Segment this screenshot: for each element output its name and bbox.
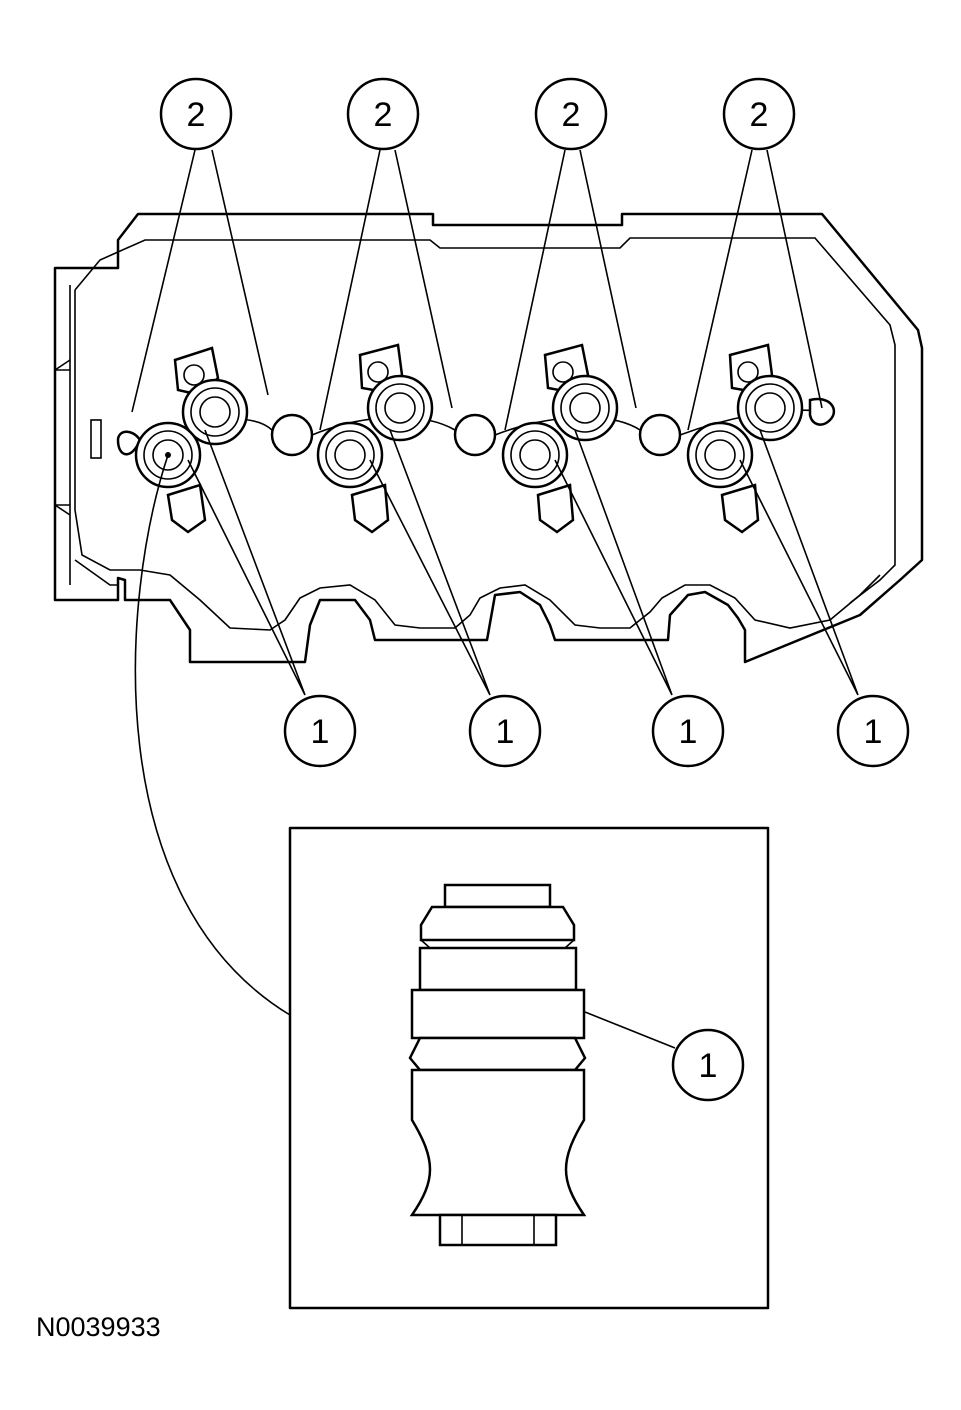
callout-label: 1	[864, 713, 883, 751]
leader-lines	[131, 149, 859, 1049]
callout-top-2: 2	[346, 77, 420, 151]
figure-reference-id: N0039933	[36, 1312, 161, 1342]
callout-bottom-2: 1	[468, 694, 542, 768]
callout-label: 2	[187, 96, 206, 134]
callout-top-4: 2	[722, 77, 796, 151]
callout-bottom-3: 1	[651, 694, 725, 768]
hydraulic-lifter	[408, 883, 587, 1247]
valve-train-assembly	[134, 343, 804, 534]
detail-view	[288, 826, 770, 1310]
callout-detail: 1	[671, 1028, 745, 1102]
callout-label: 1	[679, 713, 698, 751]
callout-bottom-4: 1	[836, 694, 910, 768]
cylinder-head-outline	[53, 212, 924, 664]
callout-label: 2	[750, 96, 769, 134]
callout-label: 1	[699, 1047, 718, 1085]
callout-label: 2	[562, 96, 581, 134]
callout-bottom-1: 1	[283, 694, 357, 768]
callout-label: 1	[311, 713, 330, 751]
lifter-pair-2	[316, 343, 434, 534]
callout-top-3: 2	[534, 77, 608, 151]
lifter-pair-3	[501, 343, 619, 534]
lifter-pair-4	[686, 343, 804, 534]
callout-label: 2	[374, 96, 393, 134]
lifter-pair-1	[134, 346, 249, 534]
callout-top-1: 2	[159, 77, 233, 151]
callout-label: 1	[496, 713, 515, 751]
